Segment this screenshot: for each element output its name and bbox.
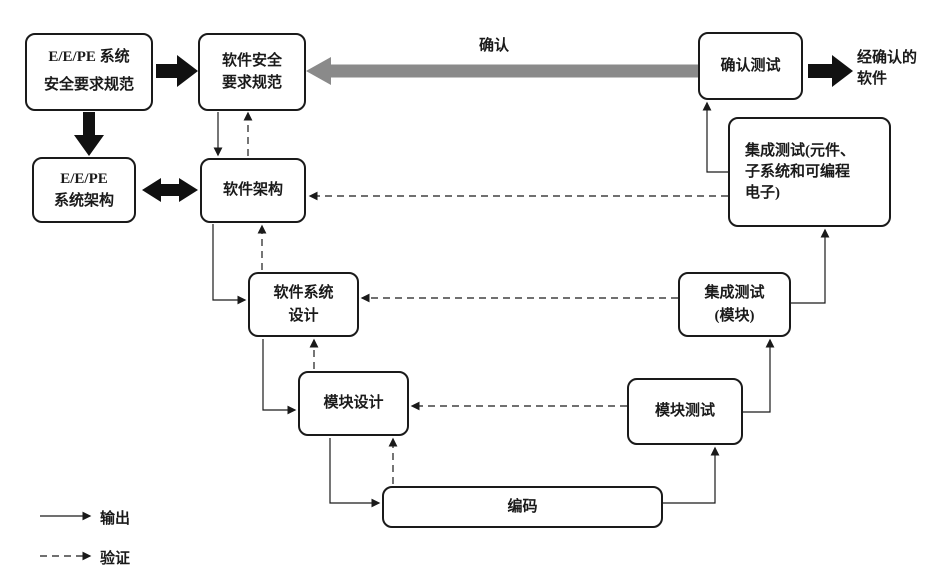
block-arrow-eepereq-to-swreq	[156, 55, 198, 87]
connector-output-coding-to-moduletest	[663, 446, 720, 504]
legend-output-label: 输出	[100, 511, 131, 527]
block-arrow-validationtest-to-validatedsoftware	[808, 55, 853, 87]
node-eepe-system-safety-requirements: E/E/PE 系统 安全要求规范	[25, 33, 153, 111]
connector-output-sysdesign-to-moduledesign	[262, 339, 297, 415]
connector-output-integrationmodule-to-integrationpe	[790, 228, 830, 304]
node-validation-test: 确认测试	[698, 32, 803, 100]
node-software-system-design: 软件系统 设计	[248, 272, 359, 337]
node-integration-test-module: 集成测试 (模块)	[678, 272, 791, 337]
connector-output-swarch-to-sysdesign	[212, 224, 247, 305]
connector-output-moduledesign-to-coding	[329, 438, 381, 508]
node-module-design: 模块设计	[298, 371, 409, 436]
node-module-test: 模块测试	[627, 378, 743, 445]
node-eepe-system-architecture: E/E/PE 系统架构	[32, 157, 136, 223]
node-software-architecture: 软件架构	[200, 158, 306, 223]
legend-verification-label: 验证	[100, 551, 131, 567]
validation-gray-arrow	[306, 57, 698, 85]
validated-software-label: 经确认的 软件	[857, 50, 918, 87]
connector-output-integrationpe-to-validationtest	[702, 101, 728, 173]
node-coding: 编码	[382, 486, 663, 528]
block-arrow-eepearch-swarch-bidirectional	[142, 178, 198, 202]
node-software-safety-requirements: 软件安全 要求规范	[198, 33, 306, 111]
connector-output-moduletest-to-integrationmodule	[742, 338, 775, 413]
block-arrow-eepereq-to-eepearch	[74, 112, 104, 156]
node-integration-test-pe: 集成测试(元件、 子系统和可编程 电子)	[728, 117, 891, 227]
validation-arrow-label: 确认	[478, 38, 509, 54]
